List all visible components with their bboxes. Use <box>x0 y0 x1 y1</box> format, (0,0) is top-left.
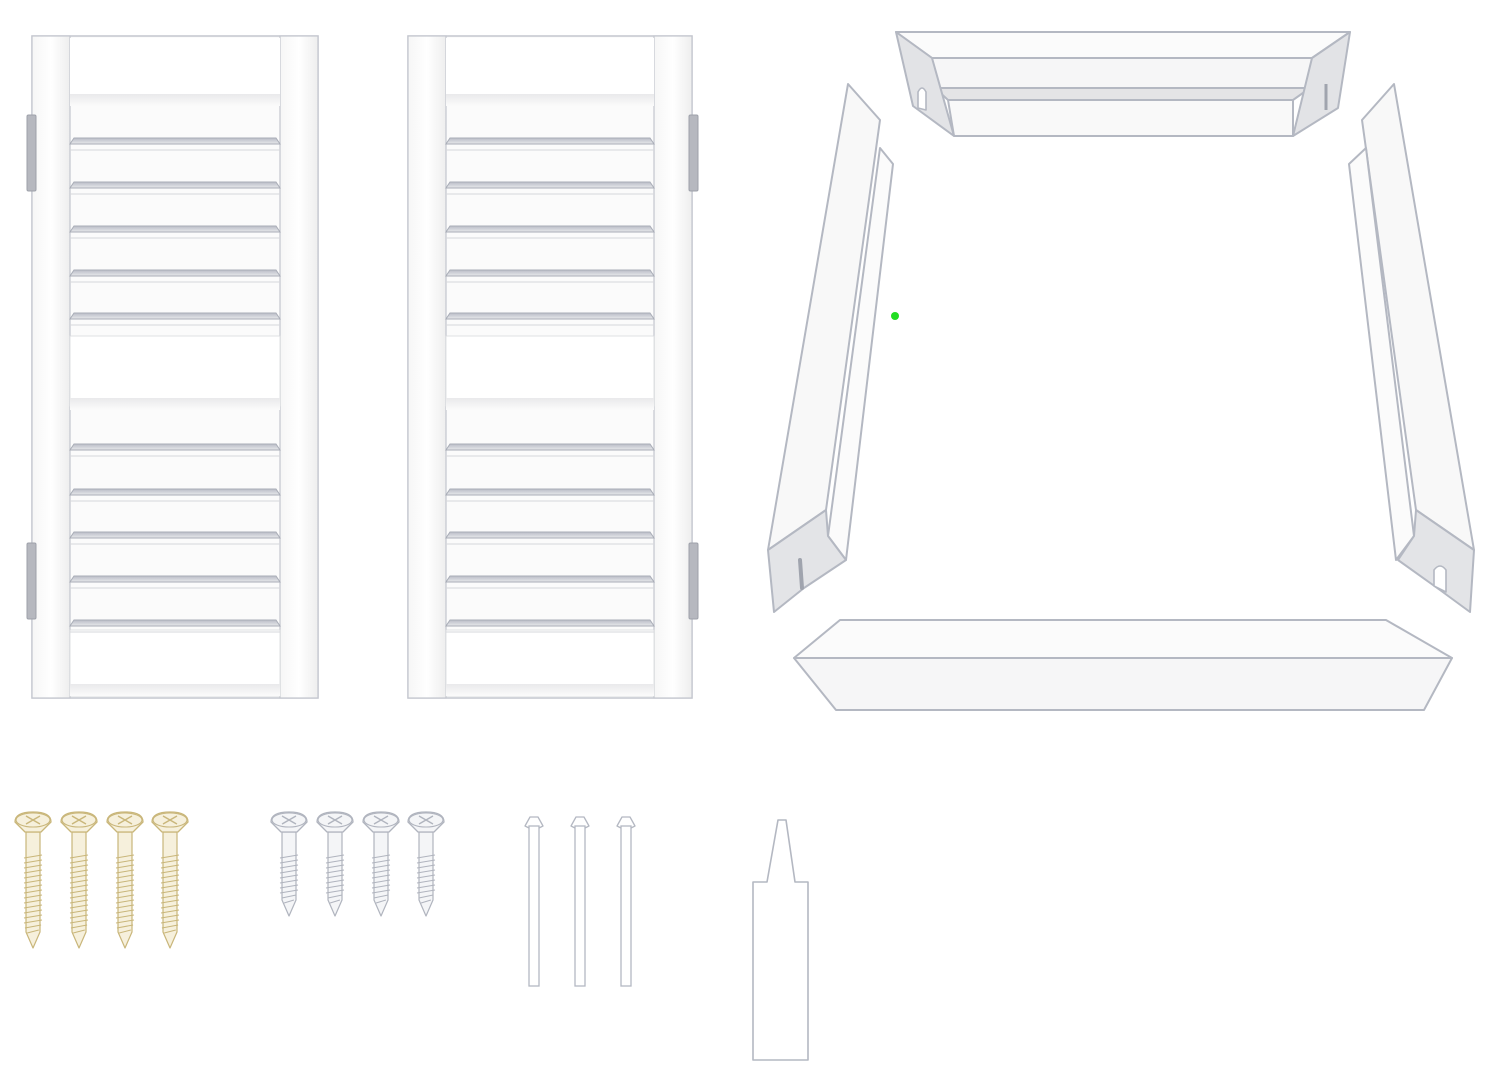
frame-piece-bottom <box>793 619 1453 711</box>
brass-screw-icon <box>14 811 52 949</box>
louver-slat <box>69 619 281 627</box>
shutter-mid-rail <box>69 335 281 407</box>
hinge <box>26 542 37 620</box>
brass-screw-icon <box>60 811 98 949</box>
frame-piece-right <box>1348 83 1475 613</box>
louver-slat <box>69 137 281 145</box>
louver-slat <box>69 225 281 233</box>
frame-piece-top <box>895 31 1351 137</box>
shutter-rail-shadow <box>70 398 280 410</box>
louver-slat <box>69 269 281 277</box>
louver-slat <box>445 225 655 233</box>
louver-slat <box>69 443 281 451</box>
shutter-rail-shadow <box>446 94 654 106</box>
shutter-panel-left <box>26 35 319 699</box>
shutter-stile-left <box>31 35 71 699</box>
louver-slat <box>445 531 655 539</box>
shutter-top-rail <box>70 38 280 98</box>
silver-screw-icon <box>270 811 308 917</box>
louver-slat <box>445 137 655 145</box>
frame-piece-left <box>767 83 894 613</box>
shutter-stile-left <box>407 35 447 699</box>
silver-screw-icon <box>362 811 400 917</box>
shutter-stile-right <box>279 35 319 699</box>
louver-slat <box>445 619 655 627</box>
hinge <box>26 114 37 192</box>
louver-slat <box>69 575 281 583</box>
louver-slat <box>69 312 281 320</box>
shutter-panel-right <box>407 35 699 699</box>
brass-screw-icon <box>151 811 189 949</box>
silver-screw-icon <box>407 811 445 917</box>
louver-slat <box>445 181 655 189</box>
louver-slat <box>445 488 655 496</box>
louver-slat <box>445 443 655 451</box>
hinge <box>688 542 699 620</box>
shutter-rail-shadow <box>446 684 654 696</box>
shutter-rail-shadow <box>70 684 280 696</box>
dowel-pin-icon <box>524 816 544 987</box>
shutter-mid-rail <box>445 335 655 407</box>
louver-slat <box>445 312 655 320</box>
louver-slat <box>445 575 655 583</box>
dowel-pin-icon <box>616 816 636 987</box>
shutter-top-rail <box>446 38 654 98</box>
silver-screw-icon <box>316 811 354 917</box>
louver-slat <box>445 269 655 277</box>
louver-slat <box>69 531 281 539</box>
louver-slat <box>69 488 281 496</box>
shutter-rail-shadow <box>446 398 654 410</box>
brass-screw-icon <box>106 811 144 949</box>
green-marker-dot <box>891 312 899 320</box>
silver-screws-group <box>270 811 445 917</box>
dowel-pin-icon <box>570 816 590 987</box>
shutter-rail-shadow <box>70 94 280 106</box>
glue-tube-icon <box>752 819 809 1061</box>
brass-screws-group <box>14 811 189 949</box>
shutter-stile-right <box>653 35 693 699</box>
hinge <box>688 114 699 192</box>
louver-slat <box>69 181 281 189</box>
dowel-pins-group <box>524 816 636 987</box>
